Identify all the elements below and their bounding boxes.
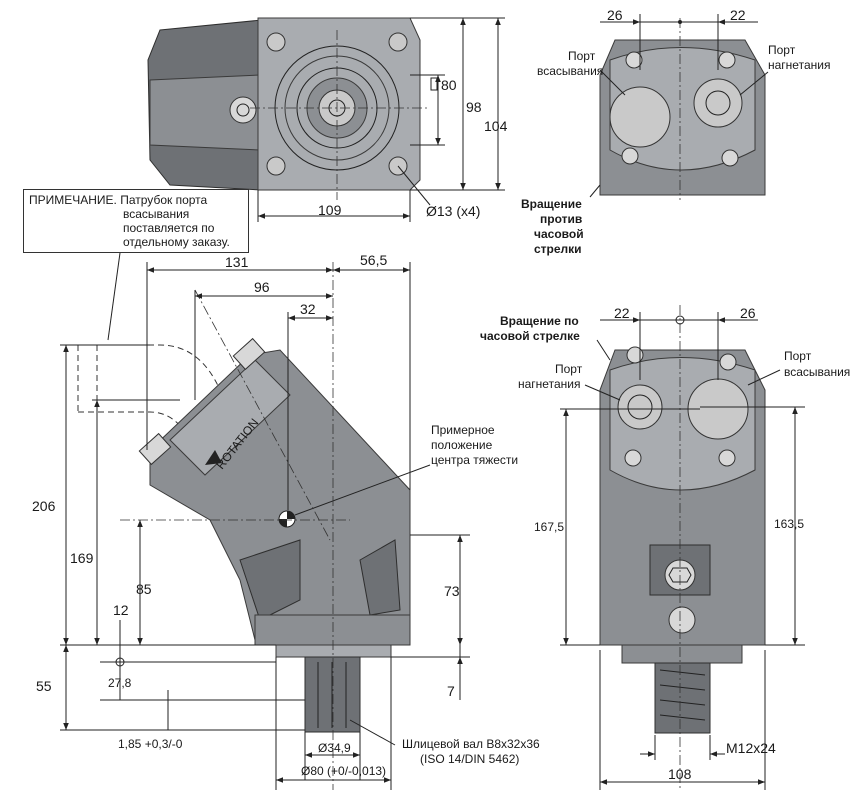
dim-32: 32 xyxy=(300,301,316,317)
dim-80: 80 xyxy=(441,77,457,93)
shaft-label-1: Шлицевой вал B8x32x36 xyxy=(402,737,540,751)
cw-dim-108: 108 xyxy=(668,766,692,782)
cw-rotation-2: часовой стрелке xyxy=(480,329,580,343)
cw-port-pressure-2: нагнетания xyxy=(518,377,580,391)
dim-109: 109 xyxy=(318,202,342,218)
cw-rotation-1: Вращение по xyxy=(500,314,579,328)
dim-55: 55 xyxy=(36,678,52,694)
cog-label-3: центра тяжести xyxy=(431,453,518,467)
dim-85: 85 xyxy=(136,581,152,597)
dim-shaft: Ø34,9 xyxy=(318,741,351,755)
cw-port-pressure-1: Порт xyxy=(555,362,583,376)
dim-98: 98 xyxy=(466,99,482,115)
ccw-dim-left: 26 xyxy=(607,7,623,23)
cw-view: Вращение по часовой стрелке 22 26 Порт н… xyxy=(480,305,850,790)
top-view: 80 98 104 109 Ø13 (x4) xyxy=(147,17,508,222)
dim-73: 73 xyxy=(444,583,460,599)
note-line1: Патрубок порта xyxy=(120,193,208,207)
dim-104: 104 xyxy=(484,118,508,134)
dim-7: 7 xyxy=(447,683,455,699)
note-line3: поставляется по xyxy=(123,221,215,235)
note-prefix: ПРИМЕЧАНИЕ. xyxy=(29,193,117,207)
note-line2: всасывания xyxy=(123,207,190,221)
side-view: ROTATION xyxy=(32,252,540,790)
note-box: ПРИМЕЧАНИЕ. Патрубок порта всасывания по… xyxy=(23,189,249,253)
ccw-rotation-3: часовой xyxy=(534,227,584,241)
cog-label-2: положение xyxy=(431,438,493,452)
ccw-port-suction-2: всасывания xyxy=(537,64,603,78)
ccw-rotation-2: против xyxy=(540,212,582,226)
dim-56-5: 56,5 xyxy=(360,252,387,268)
ccw-port-pressure-2: нагнетания xyxy=(768,58,830,72)
dim-12: 12 xyxy=(113,602,129,618)
dim-169: 169 xyxy=(70,550,94,566)
cog-label-1: Примерное xyxy=(431,423,495,437)
cw-port-suction-2: всасывания xyxy=(784,365,850,379)
cw-dim-left: 22 xyxy=(614,305,630,321)
dim-96: 96 xyxy=(254,279,270,295)
ccw-port-suction-1: Порт xyxy=(568,49,596,63)
ccw-view: 26 22 Порт всасывания Порт нагнетания Вр… xyxy=(521,7,830,256)
shaft-label-2: (ISO 14/DIN 5462) xyxy=(420,752,519,766)
dim-27-8: 27,8 xyxy=(108,676,132,690)
note-line4: отдельному заказу. xyxy=(123,235,230,249)
dim-131: 131 xyxy=(225,254,249,270)
dim-206: 206 xyxy=(32,498,56,514)
ccw-rotation-1: Вращение xyxy=(521,197,582,211)
dim-holes: Ø13 (x4) xyxy=(426,203,480,219)
dim-pilot: Ø80 (+0/-0,013) xyxy=(301,764,386,778)
ccw-dim-right: 22 xyxy=(730,7,746,23)
dim-1-85: 1,85 +0,3/-0 xyxy=(118,737,183,751)
ccw-rotation-4: стрелки xyxy=(534,242,582,256)
cw-port-suction-1: Порт xyxy=(784,349,812,363)
cw-dim-167-5: 167,5 xyxy=(534,520,564,534)
cw-dim-thread: M12x24 xyxy=(726,740,776,756)
cw-dim-163-5: 163,5 xyxy=(774,517,804,531)
ccw-port-pressure-1: Порт xyxy=(768,43,796,57)
cw-dim-right: 26 xyxy=(740,305,756,321)
